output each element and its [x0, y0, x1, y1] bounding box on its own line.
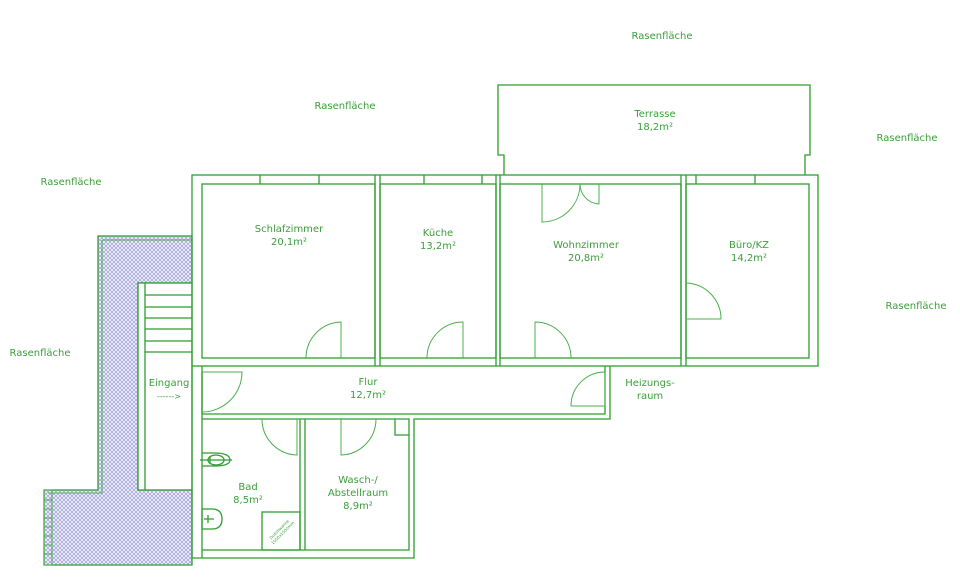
- main-walls: [191, 174, 819, 559]
- room-area: 8,5m²: [233, 495, 263, 506]
- room-name: Terrasse: [634, 109, 676, 120]
- room-heizungsraum: Heizungs-raum: [625, 377, 675, 403]
- room-name: Flur: [358, 377, 378, 388]
- room-bad: Bad 8,5m²: [233, 481, 263, 507]
- room-kueche: Küche 13,2m²: [420, 227, 456, 253]
- room-name: raum: [636, 391, 664, 402]
- room-terrasse: Terrasse 18,2m²: [634, 108, 675, 134]
- entrance-stairs: [137, 282, 193, 491]
- room-schlafzimmer: Schlafzimmer 20,1m²: [255, 223, 323, 249]
- room-area: 14,2m²: [730, 253, 767, 264]
- terrace-outline: [497, 84, 811, 175]
- entrance-text: Eingang: [148, 378, 190, 389]
- outdoor-steps: [43, 489, 53, 566]
- room-flur: Flur 12,7m²: [350, 376, 386, 402]
- room-area: 20,1m²: [270, 237, 308, 248]
- lawn-label: Rasenfläche: [314, 101, 376, 112]
- room-area: 18,2m²: [636, 122, 673, 133]
- room-name: Wohnzimmer: [553, 240, 619, 251]
- room-buero: Büro/KZ 14,2m²: [729, 239, 769, 265]
- room-area: 12,7m²: [349, 390, 387, 401]
- room-name: Bad: [238, 482, 258, 493]
- room-name: Küche: [422, 228, 454, 239]
- lawn-label: Rasenfläche: [631, 31, 693, 42]
- toilet-icon: [200, 452, 232, 467]
- entrance-arrow-icon: ------>: [156, 392, 182, 401]
- doors: [201, 183, 722, 456]
- lawn-label: Rasenfläche: [9, 348, 71, 359]
- room-area: 20,8m²: [567, 253, 604, 264]
- lawn-label: Rasenfläche: [40, 177, 102, 188]
- room-wohnzimmer: Wohnzimmer 20,8m²: [553, 239, 619, 265]
- room-name: Büro/KZ: [729, 240, 769, 251]
- room-name: Abstellraum: [327, 488, 389, 499]
- room-name: Heizungs-: [625, 378, 675, 389]
- lawn-label: Rasenfläche: [876, 133, 938, 144]
- lawn-label: Rasenfläche: [885, 301, 947, 312]
- room-name: Schlafzimmer: [254, 224, 324, 235]
- room-wasch: Wasch-/ Abstellraum 8,9m²: [328, 474, 388, 513]
- room-area: 13,2m²: [419, 241, 457, 252]
- room-area: 8,9m²: [343, 501, 373, 512]
- sink-icon: [201, 508, 223, 530]
- entrance-label: Eingang ------>: [149, 377, 190, 403]
- room-name: Wasch-/: [338, 475, 378, 486]
